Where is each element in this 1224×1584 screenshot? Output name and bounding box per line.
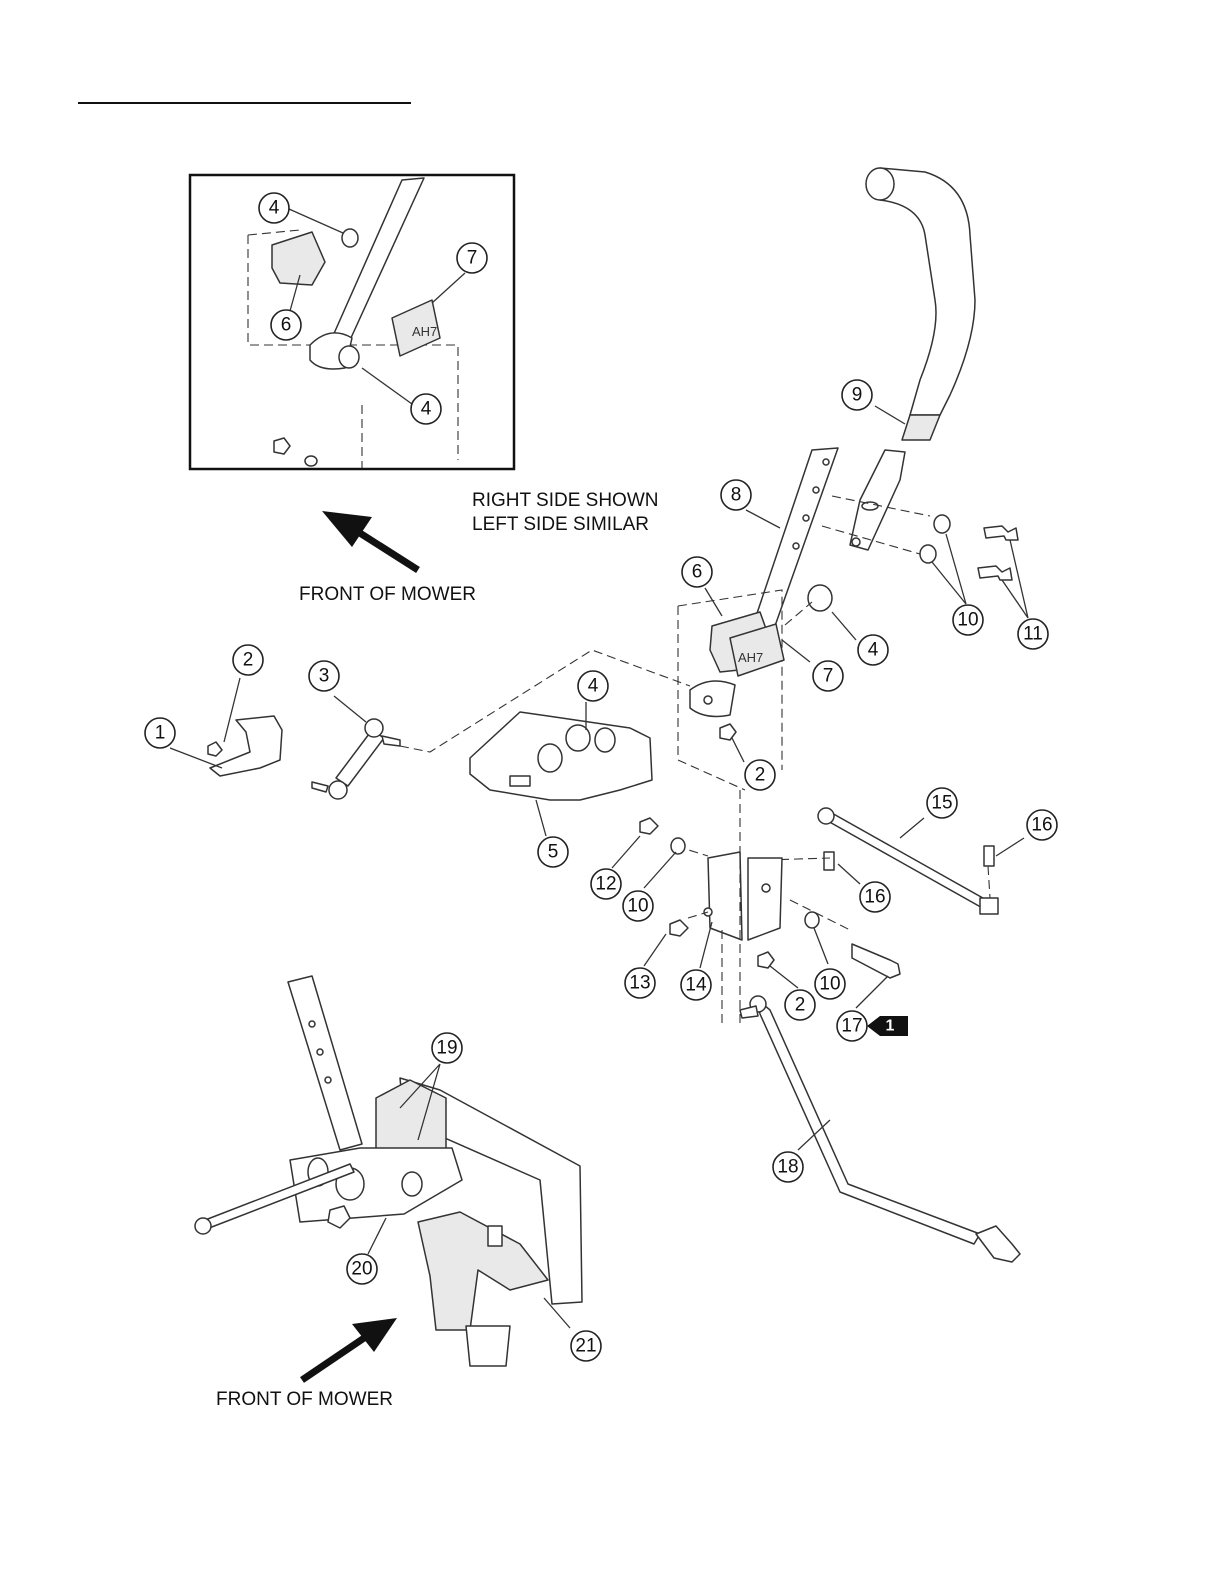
front-arrow-bottom: [302, 1318, 397, 1380]
note-front-bottom: FRONT OF MOWER: [216, 1389, 393, 1410]
callout-inset-4b: 4: [411, 394, 441, 424]
note-left-side: LEFT SIDE SIMILAR: [472, 514, 649, 535]
part-15-rod: [826, 812, 990, 910]
svg-text:7: 7: [823, 666, 834, 687]
part-18-rod: [758, 1000, 980, 1244]
callout-18: 18: [773, 1152, 803, 1182]
callout-7: 7: [813, 661, 843, 691]
svg-text:15: 15: [931, 793, 952, 814]
callout-13: 13: [625, 968, 655, 998]
callout-16b: 16: [860, 882, 890, 912]
svg-text:2: 2: [755, 765, 766, 786]
callout-2c: 2: [785, 990, 815, 1020]
svg-text:14: 14: [685, 975, 707, 996]
callout-11: 11: [1018, 619, 1048, 649]
callout-4a: 4: [858, 635, 888, 665]
svg-text:11: 11: [1023, 624, 1043, 645]
callout-2b: 2: [745, 760, 775, 790]
callout-17: 17: [837, 1011, 867, 1041]
callout-14: 14: [681, 970, 711, 1000]
svg-text:12: 12: [595, 874, 616, 895]
front-arrow-top: [322, 511, 418, 570]
svg-text:10: 10: [819, 974, 840, 995]
lower-assembly: [195, 976, 582, 1366]
svg-text:10: 10: [957, 610, 978, 631]
svg-text:2: 2: [243, 650, 254, 671]
svg-text:8: 8: [731, 485, 742, 506]
svg-text:AH7: AH7: [412, 324, 437, 339]
callout-8: 8: [721, 480, 751, 510]
callout-15: 15: [927, 788, 957, 818]
svg-text:4: 4: [588, 676, 599, 697]
callout-6: 6: [682, 557, 712, 587]
callout-10c: 10: [815, 969, 845, 999]
callout-5: 5: [538, 837, 568, 867]
part-9-handle: [880, 168, 975, 415]
svg-text:2: 2: [795, 995, 806, 1016]
svg-text:3: 3: [319, 666, 330, 687]
svg-text:1: 1: [886, 1018, 895, 1035]
svg-text:AH7: AH7: [738, 650, 763, 665]
callout-4b: 4: [578, 671, 608, 701]
callout-16a: 16: [1027, 810, 1057, 840]
svg-text:21: 21: [575, 1336, 596, 1357]
callout-20: 20: [347, 1254, 377, 1284]
svg-text:16: 16: [1031, 815, 1052, 836]
note-front-top: FRONT OF MOWER: [299, 584, 476, 605]
callout-inset-6: 6: [271, 310, 301, 340]
svg-text:20: 20: [351, 1259, 372, 1280]
svg-text:9: 9: [852, 385, 863, 406]
svg-text:10: 10: [627, 896, 648, 917]
svg-text:16: 16: [864, 887, 885, 908]
svg-text:4: 4: [269, 198, 280, 219]
callout-9: 9: [842, 380, 872, 410]
svg-text:4: 4: [868, 640, 879, 661]
callout-inset-7: 7: [457, 243, 487, 273]
callout-10b: 10: [623, 891, 653, 921]
svg-text:18: 18: [777, 1157, 798, 1178]
note-right-side: RIGHT SIDE SHOWN: [472, 490, 659, 511]
inset-detail: AH7: [190, 175, 514, 469]
callout-12: 12: [591, 869, 621, 899]
callout-2a: 2: [233, 645, 263, 675]
part-14-bracket: [708, 852, 742, 940]
svg-text:6: 6: [281, 315, 292, 336]
svg-text:6: 6: [692, 562, 703, 583]
svg-text:1: 1: [155, 723, 166, 744]
part-3-rod: [336, 730, 384, 786]
reference-badge: 1: [867, 1016, 908, 1036]
svg-text:19: 19: [436, 1038, 457, 1059]
svg-text:17: 17: [841, 1016, 862, 1037]
callout-21: 21: [571, 1331, 601, 1361]
callout-1: 1: [145, 718, 175, 748]
callout-19: 19: [432, 1033, 462, 1063]
callout-10a: 10: [953, 605, 983, 635]
svg-text:5: 5: [548, 842, 559, 863]
callout-inset-4a: 4: [259, 193, 289, 223]
svg-text:13: 13: [629, 973, 650, 994]
svg-text:7: 7: [467, 248, 478, 269]
callout-3: 3: [309, 661, 339, 691]
svg-text:4: 4: [421, 399, 432, 420]
